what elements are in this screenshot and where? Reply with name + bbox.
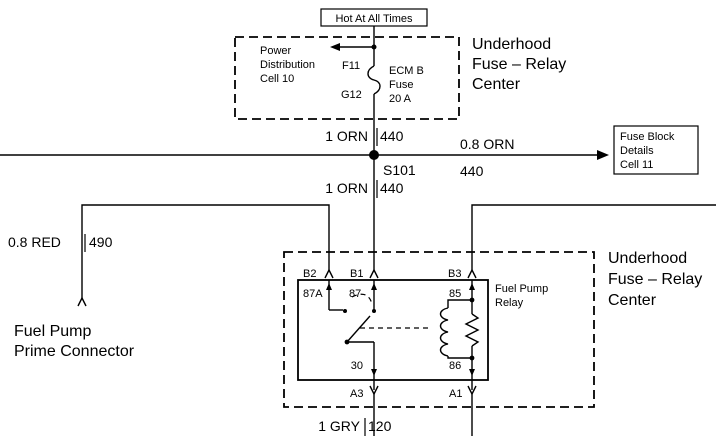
splice-label: S101 <box>383 162 416 178</box>
pdc-label-line1: Power <box>260 45 292 57</box>
branch-wire-gauge: 0.8 ORN <box>460 136 514 152</box>
top-box-title-line2: Fuse – Relay <box>472 56 566 73</box>
prime-connector-label-line2: Prime Connector <box>14 343 135 360</box>
t86-arrow <box>469 369 475 376</box>
fuse-label-line3: 20 A <box>389 93 412 105</box>
relay-fuse-center-box <box>283 251 595 408</box>
upper-wire-circuit: 440 <box>380 128 404 144</box>
t30-arrow <box>371 369 377 376</box>
t85-arrow <box>469 283 475 290</box>
fuse-symbol <box>367 65 381 95</box>
b3-connector <box>467 268 477 279</box>
relay-coil-symbol <box>439 307 449 357</box>
t87-label: 87 <box>349 288 361 300</box>
top-box-title-line1: Underhood <box>472 36 551 53</box>
pdc-label-line3: Cell 10 <box>260 73 294 85</box>
top-fuse-center-box <box>234 36 460 120</box>
top-box-title-line3: Center <box>472 76 521 93</box>
hot-label: Hot At All Times <box>335 13 413 25</box>
splice-dot <box>369 150 379 160</box>
coil-top-lead <box>447 299 472 308</box>
t30-label: 30 <box>351 360 363 372</box>
t85-label: 85 <box>449 288 461 300</box>
b2-connector <box>324 268 334 279</box>
b1-label: B1 <box>350 268 363 280</box>
fuse-pin-top: F11 <box>342 60 360 72</box>
a1-label: A1 <box>449 388 462 400</box>
fuel-pump-relay-box <box>297 279 489 381</box>
coil-bottom-dot <box>469 355 475 361</box>
prime-wire-gauge: 0.8 RED <box>8 234 61 250</box>
t87a-label: 87A <box>303 288 323 300</box>
prime-connector-wire <box>81 204 330 298</box>
fuse-block-ref-line2: Details <box>620 145 654 157</box>
b3-wire <box>471 204 716 270</box>
a3-label: A3 <box>350 388 363 400</box>
relay-box-title-line1: Underhood <box>608 250 687 267</box>
b1-connector <box>369 268 379 279</box>
pdc-label-line2: Distribution <box>260 59 315 71</box>
fuse-label-line1: ECM B <box>389 65 424 77</box>
switch-throw-arc <box>351 293 373 305</box>
t87-arrow <box>371 283 377 290</box>
prime-connector-terminal <box>77 296 87 307</box>
lower-wire-gauge: 1 ORN <box>325 180 368 196</box>
fuse-pin-bottom: G12 <box>341 89 362 101</box>
relay-name-line2: Relay <box>495 297 524 309</box>
t87-contact-dot <box>372 309 376 313</box>
fuse-block-arrow-head <box>597 150 609 160</box>
prime-wire-circuit: 490 <box>89 234 113 250</box>
relay-box-title-line3: Center <box>608 292 657 309</box>
t86-label: 86 <box>449 360 461 372</box>
fuse-block-ref-line3: Cell 11 <box>620 159 653 171</box>
switch-arm <box>346 315 371 343</box>
switch-nc-dot <box>343 309 347 313</box>
fuse-block-ref-box <box>613 125 699 175</box>
prime-connector-label-line1: Fuel Pump <box>14 323 91 340</box>
branch-wire-circuit: 440 <box>460 163 484 179</box>
t87a-arrow <box>326 283 332 290</box>
suppression-resistor <box>464 313 480 347</box>
pdc-arrow-head <box>330 43 340 51</box>
ground-wire-gauge: 1 GRY <box>318 418 360 434</box>
coil-bottom-lead <box>447 356 472 359</box>
upper-wire-gauge: 1 ORN <box>325 128 368 144</box>
b2-label: B2 <box>303 268 316 280</box>
lower-wire-circuit: 440 <box>380 180 404 196</box>
relay-name-line1: Fuel Pump <box>495 283 548 295</box>
fuse-label-line2: Fuse <box>389 79 413 91</box>
fuse-block-ref-line1: Fuse Block <box>620 131 675 143</box>
b3-label: B3 <box>448 268 461 280</box>
ground-wire-circuit: 120 <box>368 418 392 434</box>
relay-box-title-line2: Fuse – Relay <box>608 271 702 288</box>
